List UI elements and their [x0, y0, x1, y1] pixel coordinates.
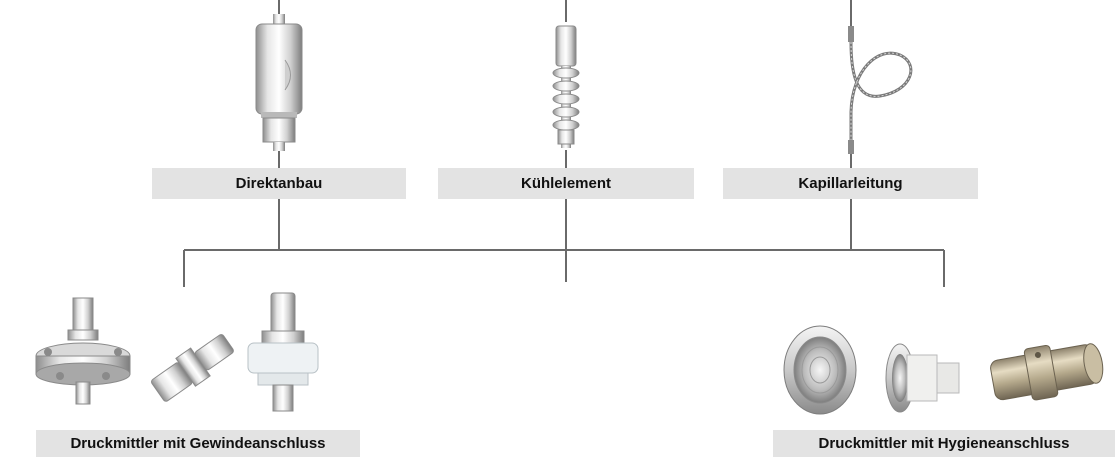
direct-mount-tower-icon [255, 14, 303, 151]
capillary-line-coil-icon [848, 26, 913, 154]
clamp-diaphragm-seal-icon [885, 343, 960, 413]
label-hygieneanschluss: Druckmittler mit Hygieneanschluss [773, 430, 1115, 457]
transparent-diaphragm-seal-icon [247, 292, 319, 412]
label-direktanbau: Direktanbau [152, 168, 406, 199]
label-gewindeanschluss: Druckmittler mit Gewindeanschluss [36, 430, 360, 457]
label-kuehlelement-text: Kühlelement [520, 175, 611, 192]
threaded-fitting-icon [151, 334, 234, 402]
connector-lines [183, 0, 945, 287]
hygienic-nut-diaphragm-icon [783, 325, 857, 415]
label-hygieneanschluss-text: Druckmittler mit Hygieneanschluss [818, 435, 1070, 452]
label-kapillarleitung: Kapillarleitung [723, 168, 978, 199]
flange-diaphragm-seal-icon [35, 297, 131, 405]
label-gewindeanschluss-text: Druckmittler mit Gewindeanschluss [70, 435, 326, 452]
cooling-element-fins-icon [552, 25, 580, 148]
label-kuehlelement: Kühlelement [438, 168, 694, 199]
label-kapillarleitung-text: Kapillarleitung [798, 175, 903, 192]
inline-tube-seal-icon [990, 343, 1104, 401]
label-direktanbau-text: Direktanbau [235, 175, 323, 192]
